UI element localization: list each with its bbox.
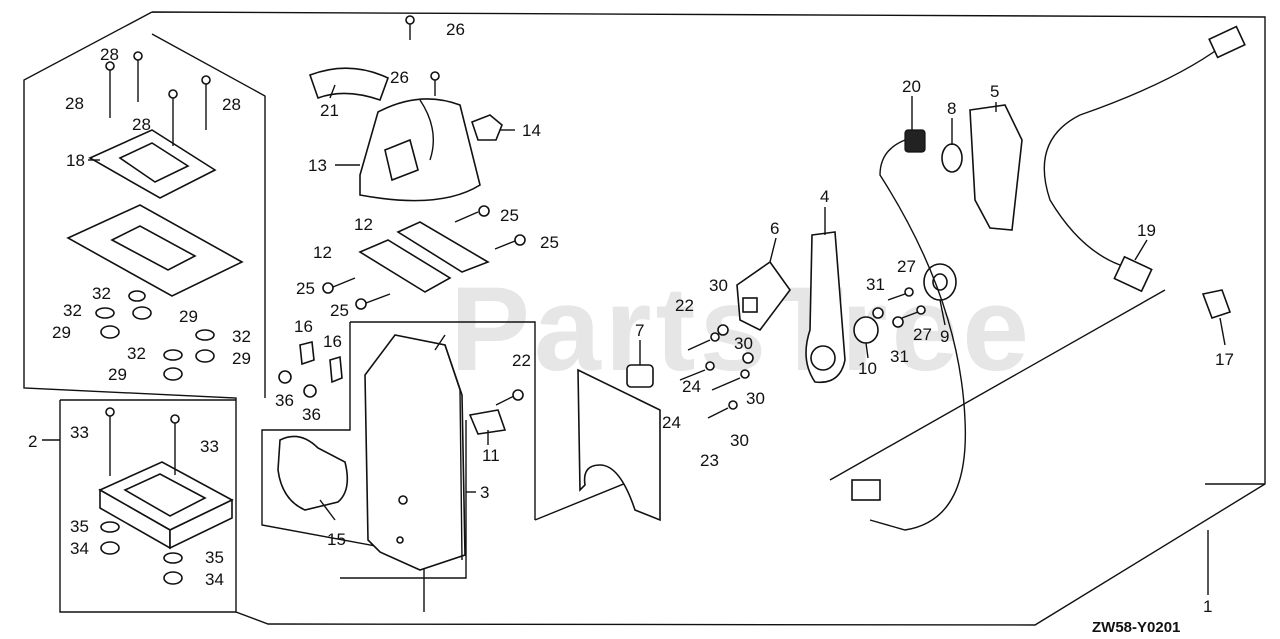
bracket-11 <box>468 409 507 435</box>
callout-28b: 28 <box>65 94 84 113</box>
callout-15: 15 <box>327 530 346 549</box>
clip-14 <box>471 114 503 141</box>
base-plate <box>98 461 234 550</box>
callout-29b: 29 <box>179 307 198 326</box>
cover-strip-21 <box>308 67 390 102</box>
screws-26 <box>405 15 440 96</box>
bracket-12-upper <box>396 221 490 273</box>
callout-30a: 30 <box>709 276 728 295</box>
callout-13: 13 <box>308 156 327 175</box>
cable-19 <box>1043 25 1246 293</box>
callout-16b: 16 <box>323 332 342 351</box>
gasket-sheet <box>577 368 661 522</box>
callout-19: 19 <box>1137 221 1156 240</box>
callout-24b: 24 <box>682 377 701 396</box>
bracket-5 <box>969 104 1023 231</box>
knob-8 <box>941 143 963 173</box>
callout-28d: 28 <box>222 95 241 114</box>
bolts-28 <box>105 51 211 146</box>
callout-27b: 27 <box>913 325 932 344</box>
arm-6 <box>736 260 791 332</box>
callout-11: 11 <box>482 446 500 465</box>
callout-35a: 35 <box>70 517 89 536</box>
washer-10 <box>853 316 879 344</box>
callout-1: 1 <box>1203 597 1212 616</box>
callout-23: 23 <box>700 451 719 470</box>
callout-29a: 29 <box>52 323 71 342</box>
callout-31a: 31 <box>866 275 885 294</box>
diagram-code: ZW58-Y0201 <box>1092 619 1180 636</box>
screws-25 <box>322 205 526 310</box>
callout-32d: 32 <box>127 344 146 363</box>
leader-lines <box>42 84 1226 595</box>
control-box-3 <box>364 334 466 571</box>
callout-30b: 30 <box>734 334 753 353</box>
callout-25d: 25 <box>330 301 349 320</box>
harness-20 <box>851 129 967 531</box>
callout-16a: 16 <box>294 317 313 336</box>
callout-9: 9 <box>940 327 949 346</box>
callout-26b: 26 <box>390 68 409 87</box>
callout-32b: 32 <box>63 301 82 320</box>
callout-36a: 36 <box>275 391 294 410</box>
callout-24a: 24 <box>662 413 681 432</box>
callout-21: 21 <box>320 101 339 120</box>
callout-33b: 33 <box>200 437 219 456</box>
callout-25a: 25 <box>500 206 519 225</box>
callout-29c: 29 <box>232 349 251 368</box>
callout-34a: 34 <box>70 539 89 558</box>
screws-washers-22-24-30 <box>679 324 754 419</box>
callout-28c: 28 <box>132 115 151 134</box>
callout-31b: 31 <box>890 347 909 366</box>
callout-34b: 34 <box>205 570 224 589</box>
callout-2: 2 <box>28 432 37 451</box>
screws-27-31 <box>872 287 926 328</box>
callout-3: 3 <box>480 483 489 502</box>
nuts-washers-29-32 <box>95 290 215 381</box>
callout-14: 14 <box>522 121 541 140</box>
callout-35b: 35 <box>205 548 224 567</box>
callout-22a: 22 <box>675 296 694 315</box>
lever-4 <box>805 231 846 384</box>
clips-16 <box>278 341 343 398</box>
callout-20: 20 <box>902 77 921 96</box>
gasket-plate-18 <box>66 129 244 297</box>
callout-18: 18 <box>66 151 85 170</box>
connector-17 <box>1201 289 1232 320</box>
callout-10: 10 <box>858 359 877 378</box>
callout-32a: 32 <box>92 284 111 303</box>
callout-27a: 27 <box>897 257 916 276</box>
callout-8: 8 <box>947 99 956 118</box>
callout-labels: 1 2 3 4 5 6 7 8 9 10 11 12 12 13 14 15 1… <box>28 20 1234 616</box>
callout-26a: 26 <box>446 20 465 39</box>
bolts-33 <box>105 407 180 476</box>
callout-25b: 25 <box>540 233 559 252</box>
callout-7: 7 <box>635 321 644 340</box>
callout-30d: 30 <box>730 431 749 450</box>
nuts-34-35 <box>100 521 183 585</box>
callout-12a: 12 <box>354 215 373 234</box>
cover-15 <box>277 435 349 511</box>
cap-7 <box>626 364 654 388</box>
callout-30c: 30 <box>746 389 765 408</box>
callout-4: 4 <box>820 187 829 206</box>
housing-13 <box>359 98 481 202</box>
callout-36b: 36 <box>302 405 321 424</box>
callout-12b: 12 <box>313 243 332 262</box>
bracket-12-lower <box>358 239 452 293</box>
callout-28a: 28 <box>100 45 119 64</box>
callout-6: 6 <box>770 219 779 238</box>
callout-17: 17 <box>1215 350 1234 369</box>
assembly-frame <box>23 11 1266 626</box>
callout-29d: 29 <box>108 365 127 384</box>
callout-33a: 33 <box>70 423 89 442</box>
callout-25c: 25 <box>296 279 315 298</box>
callout-5: 5 <box>990 82 999 101</box>
callout-22b: 22 <box>512 351 531 370</box>
callout-32c: 32 <box>232 327 251 346</box>
screw-22-left <box>495 389 524 406</box>
